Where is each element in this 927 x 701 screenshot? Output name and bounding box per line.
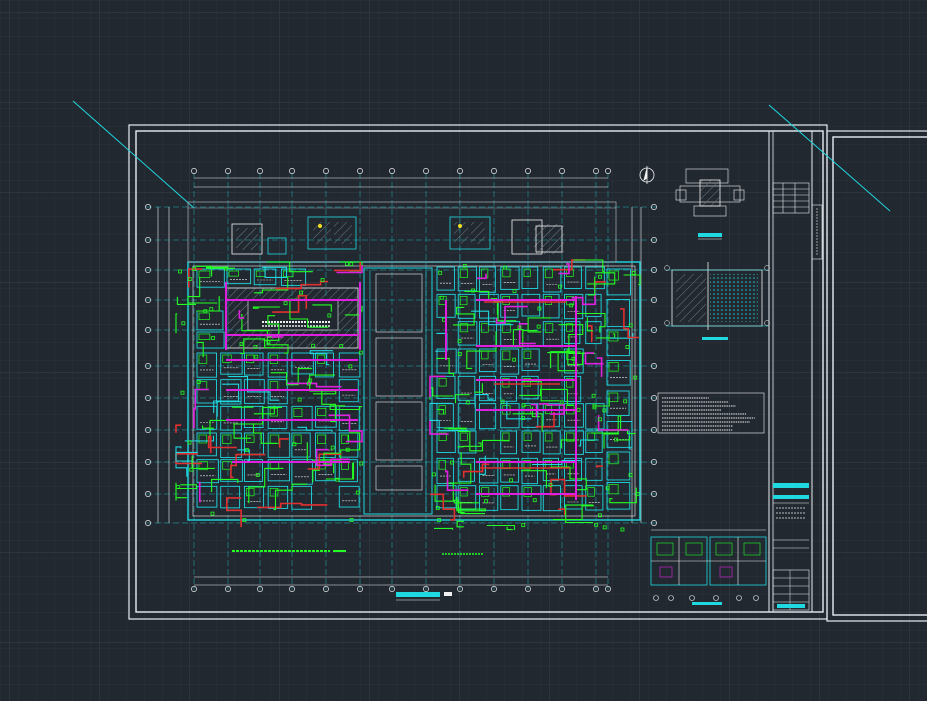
left-wing-hall (225, 287, 359, 349)
detail-key-plan (675, 168, 745, 240)
plan-bottom-notes (232, 550, 484, 601)
axis-bubble-bottom (389, 586, 395, 592)
floor-plan[interactable] (145, 168, 657, 601)
axis-bubble-left (145, 204, 151, 210)
title-block-top-table (772, 182, 823, 260)
axis-bubble-bottom (357, 586, 363, 592)
detail-small-plans (650, 529, 767, 605)
axis-bubble-right (651, 491, 657, 497)
axis-bubble-top (289, 168, 295, 174)
axis-bubble-bottom (605, 586, 611, 592)
axis-bubble-top (389, 168, 395, 174)
axis-bubble-bottom (491, 586, 497, 592)
axis-bubble-left (145, 363, 151, 369)
plan-title-bar (396, 592, 440, 597)
axis-bubble-top (491, 168, 497, 174)
axis-bubble-bottom (593, 586, 599, 592)
axis-bubble-left (145, 491, 151, 497)
axis-bubble-bottom (191, 586, 197, 592)
axis-bubble-left (145, 267, 151, 273)
axis-bubble-top (593, 168, 599, 174)
axis-bubble-top (423, 168, 429, 174)
central-courtyard (363, 267, 433, 515)
axis-bubble-bottom (525, 586, 531, 592)
stair-core-3 (449, 216, 491, 250)
stair-core-1 (231, 223, 287, 255)
title-block (768, 130, 813, 613)
axis-bubble-left (145, 395, 151, 401)
axis-bubble-bottom (323, 586, 329, 592)
diagonal-line-left[interactable] (72, 100, 195, 209)
axis-bubble-left (145, 459, 151, 465)
axis-bubble-top (257, 168, 263, 174)
axis-bubble-right (651, 520, 657, 526)
axis-bubble-top (323, 168, 329, 174)
axis-bubble-top (457, 168, 463, 174)
axis-bubble-left (145, 427, 151, 433)
axis-bubble-top (225, 168, 231, 174)
axis-bubble-right (651, 237, 657, 243)
drawing-sheet-next[interactable] (826, 130, 927, 622)
dimension-lines (157, 177, 642, 586)
building-outline (187, 201, 641, 521)
axis-bubble-top (605, 168, 611, 174)
axis-bubble-bottom (257, 586, 263, 592)
right-wing-piping (429, 259, 641, 532)
axis-bubble-left (145, 520, 151, 526)
axis-bubble-right (651, 267, 657, 273)
axis-bubble-top (559, 168, 565, 174)
axis-bubble-left (145, 297, 151, 303)
stair-core-4 (511, 219, 564, 255)
axis-bubble-top (191, 168, 197, 174)
axis-bubble-right (651, 427, 657, 433)
axis-bubble-right (651, 297, 657, 303)
axis-bubble-right (651, 363, 657, 369)
axis-bubble-left (145, 237, 151, 243)
axis-bubble-bottom (559, 586, 565, 592)
axis-bubble-right (651, 395, 657, 401)
axis-bubble-right (651, 204, 657, 210)
axis-bubbles (145, 168, 657, 592)
stair-core-2 (307, 216, 357, 250)
left-wing-piping (175, 261, 364, 528)
axis-bubble-bottom (225, 586, 231, 592)
north-arrow-icon (639, 166, 655, 184)
general-notes-block (657, 392, 765, 434)
title-block-bottom (772, 483, 810, 611)
detail-tank-section (664, 262, 770, 340)
axis-bubble-left (145, 327, 151, 333)
axis-bubble-top (525, 168, 531, 174)
drawing-sheet-main[interactable] (128, 124, 828, 620)
axis-bubble-bottom (423, 586, 429, 592)
axis-bubble-right (651, 327, 657, 333)
axis-bubble-bottom (457, 586, 463, 592)
axis-bubble-right (651, 459, 657, 465)
axis-bubble-bottom (289, 586, 295, 592)
axis-bubble-top (357, 168, 363, 174)
diagonal-line-right[interactable] (768, 104, 891, 212)
